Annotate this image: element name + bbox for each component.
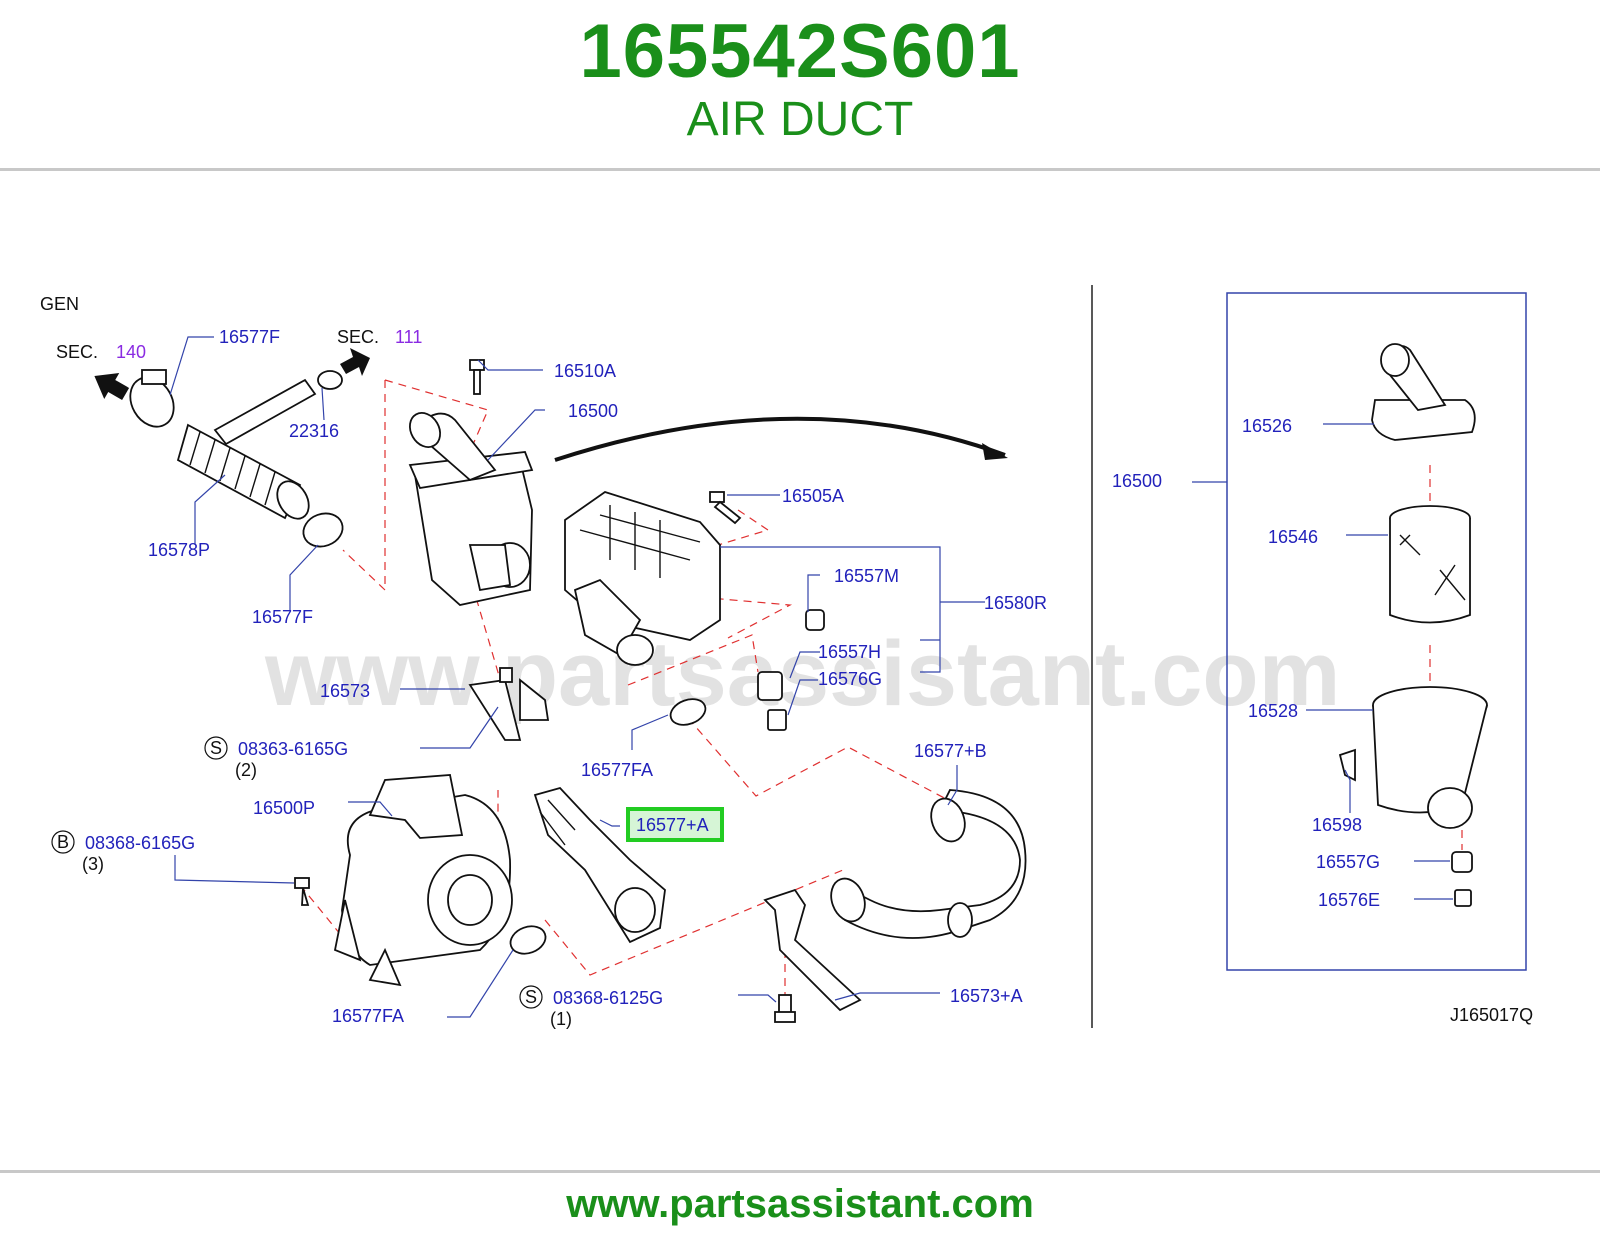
hose-16578P xyxy=(176,378,317,520)
bolt-16510A-icon xyxy=(469,359,485,395)
sec-140-link[interactable]: 140 xyxy=(116,342,146,362)
sec-111-arrow-icon xyxy=(340,348,370,376)
label-16526[interactable]: 16526 xyxy=(1242,416,1292,436)
diagram-code: J165017Q xyxy=(1450,1005,1533,1025)
page-header: 165542S601 AIR DUCT xyxy=(0,0,1600,170)
air-cleaner-16500 xyxy=(408,412,534,606)
label-16577FA-bottom[interactable]: 16577FA xyxy=(332,1006,404,1026)
label-16577F-bottom[interactable]: 16577F xyxy=(252,607,313,627)
collar-16576E-icon xyxy=(1454,889,1472,907)
watermark-text: www.partsassistant.com xyxy=(264,623,1340,725)
air-duct-16577A xyxy=(533,786,666,944)
label-16505A[interactable]: 16505A xyxy=(782,486,844,506)
sec-111-prefix: SEC. xyxy=(337,327,379,347)
marker-b-circle xyxy=(51,830,75,854)
label-08368-6165G[interactable]: 08368-6165G xyxy=(85,833,195,853)
gen-label: GEN xyxy=(40,294,79,314)
qty-08363-6165G: (2) xyxy=(235,760,257,780)
label-16557G[interactable]: 16557G xyxy=(1316,852,1380,872)
bracket-16573A xyxy=(763,888,862,1012)
sec-140-arrow-icon xyxy=(94,373,130,401)
label-16546[interactable]: 16546 xyxy=(1268,527,1318,547)
label-22316[interactable]: 22316 xyxy=(289,421,339,441)
label-16578P[interactable]: 16578P xyxy=(148,540,210,560)
marker-s-circle xyxy=(204,736,228,760)
sec-111-link[interactable]: 111 xyxy=(395,327,422,347)
label-16500[interactable]: 16500 xyxy=(568,401,618,421)
label-08368-6125G[interactable]: 08368-6125G xyxy=(553,988,663,1008)
cover-16500P xyxy=(333,774,513,987)
label-16576E[interactable]: 16576E xyxy=(1318,890,1380,910)
bracket-16573 xyxy=(468,667,550,741)
direction-arrow-head xyxy=(982,443,1008,460)
label-16577B[interactable]: 16577+B xyxy=(914,741,987,761)
label-16500-box[interactable]: 16500 xyxy=(1112,471,1162,491)
label-16577A-highlighted[interactable]: 16577+A xyxy=(636,815,709,835)
collar-16576G-icon xyxy=(767,709,787,731)
marker-s2-circle xyxy=(519,985,543,1009)
resonator-16580R xyxy=(564,491,721,666)
marker-s2-text: S xyxy=(525,987,537,1007)
filter-element-16546 xyxy=(1389,505,1471,624)
label-16573A[interactable]: 16573+A xyxy=(950,986,1023,1006)
bolt-08368-6165G-icon xyxy=(294,877,310,906)
leader-lines xyxy=(169,336,1453,1018)
label-16576G[interactable]: 16576G xyxy=(818,669,882,689)
label-16573[interactable]: 16573 xyxy=(320,681,370,701)
header-divider xyxy=(0,168,1600,171)
footer-url-link[interactable]: www.partsassistant.com xyxy=(566,1182,1034,1226)
clamp-16577FA-mid xyxy=(669,698,707,726)
clip-16598-icon xyxy=(1338,748,1356,782)
grommet-16557G-icon xyxy=(1451,851,1473,873)
marker-s-text: S xyxy=(210,738,222,758)
label-16510A[interactable]: 16510A xyxy=(554,361,616,381)
label-08363-6165G[interactable]: 08363-6165G xyxy=(238,739,348,759)
label-16577FA-mid[interactable]: 16577FA xyxy=(581,760,653,780)
qty-08368-6125G: (1) xyxy=(550,1009,572,1029)
direction-arrow xyxy=(554,416,1006,462)
parts-diagram: www.partsassistant.com xyxy=(0,260,1600,1060)
marker-b-text: B xyxy=(57,832,69,852)
label-16557M[interactable]: 16557M xyxy=(834,566,899,586)
clamp-16577FA-bottom xyxy=(509,925,547,955)
diagram-svg: www.partsassistant.com xyxy=(40,285,1533,1029)
grommet-16557M-icon xyxy=(805,609,825,631)
label-16580R[interactable]: 16580R xyxy=(984,593,1047,613)
bolt-08368-6125G-icon xyxy=(774,994,796,1023)
case-16528 xyxy=(1372,686,1488,829)
label-16577F-top[interactable]: 16577F xyxy=(219,327,280,347)
part-name-subtitle: AIR DUCT xyxy=(686,93,914,146)
grommet-16557H-icon xyxy=(757,671,783,701)
clamp-16577F-top xyxy=(129,369,175,428)
qty-08368-6165G: (3) xyxy=(82,854,104,874)
label-16528[interactable]: 16528 xyxy=(1248,701,1298,721)
highlight-box xyxy=(626,807,724,842)
detail-box xyxy=(1226,292,1527,971)
part-number-title: 165542S601 xyxy=(579,9,1021,94)
clamp-16577F-bottom xyxy=(302,512,344,548)
label-16557H[interactable]: 16557H xyxy=(818,642,881,662)
sec-140-prefix: SEC. xyxy=(56,342,98,362)
footer-divider xyxy=(0,1170,1600,1173)
cover-16526 xyxy=(1371,343,1476,441)
label-16500P[interactable]: 16500P xyxy=(253,798,315,818)
air-duct-16577B xyxy=(830,789,1027,939)
label-16598[interactable]: 16598 xyxy=(1312,815,1362,835)
clamp-22316 xyxy=(317,370,343,390)
bolt-16505A-icon xyxy=(709,491,742,525)
